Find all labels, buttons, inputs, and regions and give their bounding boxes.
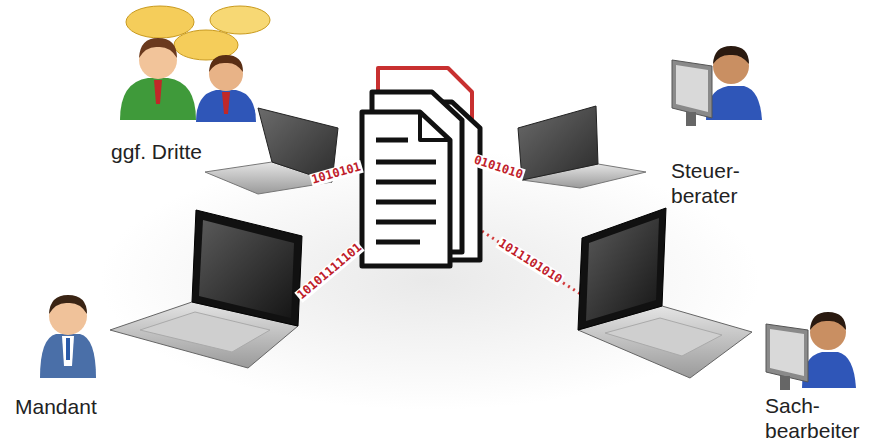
laptop-bottom-left xyxy=(110,210,302,368)
participant-name: ggf. Dritte xyxy=(111,139,235,164)
participant-label: Steuer- berater xyxy=(668,156,768,210)
client-icon xyxy=(40,295,96,378)
participant-name: Mandant xyxy=(15,394,119,419)
third-parties-icon xyxy=(120,6,270,122)
participant-label: Sach- bearbeiter xyxy=(762,391,862,445)
participant-label: Mandant xyxy=(12,392,122,421)
tax-advisor-icon xyxy=(672,46,762,126)
clerk-icon xyxy=(766,312,856,390)
participant-name: Sach- bearbeiter xyxy=(765,393,859,443)
laptop-top-right xyxy=(518,106,646,188)
laptop-bottom-right xyxy=(578,208,752,378)
document-stack xyxy=(362,68,480,266)
participant-label: ggf. Dritte xyxy=(108,137,238,166)
participant-name: Steuer- berater xyxy=(671,158,765,208)
